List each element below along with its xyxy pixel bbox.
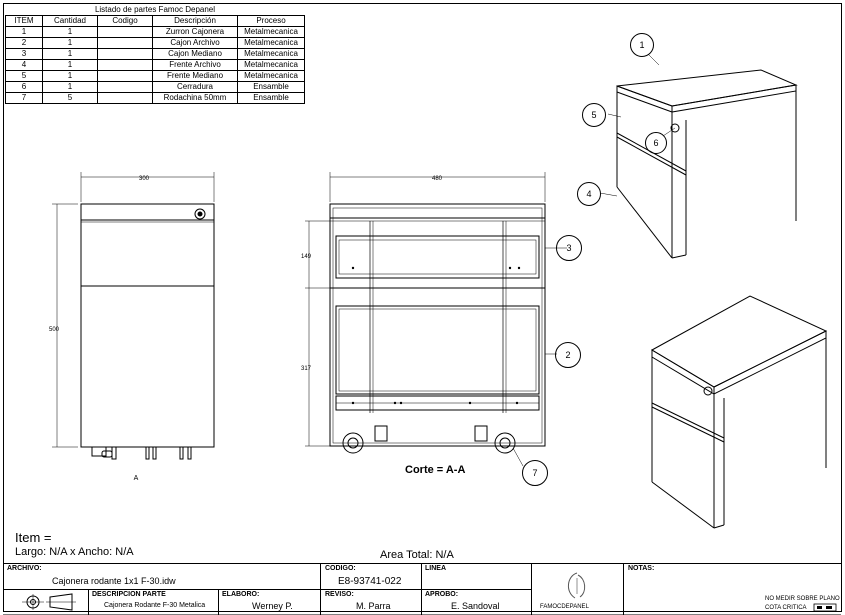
col-header: Proceso xyxy=(237,15,305,27)
aprobo-label: APROBO: xyxy=(425,591,459,598)
balloon-5: 5 xyxy=(582,103,606,127)
cell-item: 5 xyxy=(5,70,43,82)
cell-descripcion: Frente Archivo xyxy=(152,59,238,71)
item-label: Item = xyxy=(15,530,52,545)
cell-codigo xyxy=(97,70,153,82)
cell-descripcion: Zurron Cajonera xyxy=(152,26,238,38)
cell-cantidad: 5 xyxy=(42,92,98,104)
cell-proceso: Ensamble xyxy=(237,81,305,93)
table-row: 3 1 Cajon Mediano Metalmecanica xyxy=(5,48,305,60)
col-header: Descripción xyxy=(152,15,238,27)
cell-descripcion: Rodachina 50mm xyxy=(152,92,238,104)
col-header: ITEM xyxy=(5,15,43,27)
upper-dimension-label: 149 xyxy=(301,254,312,260)
width-dimension-label: 300 xyxy=(139,176,150,182)
parts-list-caption: Listado de partes Famoc Depanel xyxy=(5,5,305,16)
cell-item: 3 xyxy=(5,48,43,60)
cell-cantidad: 1 xyxy=(42,26,98,38)
projection-symbol-icon xyxy=(22,593,76,611)
balloon-4: 4 xyxy=(577,182,601,206)
reviso-label: REVISO: xyxy=(325,591,354,598)
parts-header-row: ITEM Cantidad Codigo Descripción Proceso xyxy=(5,15,305,27)
cell-proceso: Metalmecanica xyxy=(237,26,305,38)
balloon-3: 3 xyxy=(556,235,582,261)
elaboro-label: ELABORO: xyxy=(222,591,260,598)
cell-proceso: Metalmecanica xyxy=(237,59,305,71)
balloon-1: 1 xyxy=(630,33,654,57)
cell-cantidad: 1 xyxy=(42,48,98,60)
cell-item: 6 xyxy=(5,81,43,93)
cell-cantidad: 1 xyxy=(42,81,98,93)
cell-codigo xyxy=(97,81,153,93)
codigo-value: E8-93741-022 xyxy=(338,576,402,587)
parts-list-table: Listado de partes Famoc Depanel ITEM Can… xyxy=(5,5,305,104)
cell-codigo xyxy=(97,59,153,71)
cell-cantidad: 1 xyxy=(42,70,98,82)
linea-label: LINEA xyxy=(425,565,446,572)
cell-item: 1 xyxy=(5,26,43,38)
balloon-6: 6 xyxy=(645,132,667,154)
cell-item: 4 xyxy=(5,59,43,71)
isometric-view-lower xyxy=(650,295,828,529)
codigo-label: CODIGO: xyxy=(325,565,356,572)
balloon-2: 2 xyxy=(555,342,581,368)
section-view: 480 149 317 xyxy=(301,172,567,467)
reviso-value: M. Parra xyxy=(356,601,391,611)
aprobo-value: E. Sandoval xyxy=(451,601,500,611)
cell-proceso: Ensamble xyxy=(237,92,305,104)
cell-item: 2 xyxy=(5,37,43,49)
note-no-medir: NO MEDIR SOBRE PLANO xyxy=(765,596,840,602)
table-row: 5 1 Frente Mediano Metalmecanica xyxy=(5,70,305,82)
notas-label: NOTAS: xyxy=(628,565,655,572)
cell-codigo xyxy=(97,92,153,104)
cell-item: 7 xyxy=(5,92,43,104)
area-total-text: Area Total: N/A xyxy=(380,549,454,561)
isometric-view xyxy=(599,53,798,259)
table-row: 6 1 Cerradura Ensamble xyxy=(5,81,305,93)
section-mark-label: A xyxy=(134,475,139,482)
critical-dimension-symbol-icon xyxy=(813,603,837,612)
table-row: 2 1 Cajon Archivo Metalmecanica xyxy=(5,37,305,49)
archivo-value: Cajonera rodante 1x1 F-30.idw xyxy=(52,576,176,586)
item-size-text: Largo: N/A x Ancho: N/A xyxy=(15,546,134,558)
descripcion-label: DESCRIPCION PARTE xyxy=(92,591,166,598)
elaboro-value: Werney P. xyxy=(252,601,293,611)
table-row: 7 5 Rodachina 50mm Ensamble xyxy=(5,92,305,104)
section-title: Corte = A-A xyxy=(405,464,466,476)
height-dimension-label: 500 xyxy=(49,327,60,333)
archivo-label: ARCHIVO: xyxy=(7,565,42,572)
table-row: 1 1 Zurron Cajonera Metalmecanica xyxy=(5,26,305,38)
table-row: 4 1 Frente Archivo Metalmecanica xyxy=(5,59,305,71)
col-header: Cantidad xyxy=(42,15,98,27)
cell-proceso: Metalmecanica xyxy=(237,48,305,60)
descripcion-value: Cajonera Rodante F-30 Metalica xyxy=(104,602,206,609)
front-view: 300 500 A xyxy=(49,172,215,482)
famoc-logo-icon xyxy=(568,572,586,599)
balloon-7: 7 xyxy=(522,460,548,486)
section-width-label: 480 xyxy=(432,176,443,182)
cell-descripcion: Frente Mediano xyxy=(152,70,238,82)
cell-codigo xyxy=(97,48,153,60)
note-cota-critica: COTA CRITICA xyxy=(765,605,807,611)
cell-cantidad: 1 xyxy=(42,59,98,71)
cell-descripcion: Cajon Archivo xyxy=(152,37,238,49)
cell-codigo xyxy=(97,37,153,49)
cell-descripcion: Cerradura xyxy=(152,81,238,93)
cell-descripcion: Cajon Mediano xyxy=(152,48,238,60)
logo-text: FAMOCDEPANEL xyxy=(540,604,589,610)
cell-cantidad: 1 xyxy=(42,37,98,49)
cell-proceso: Metalmecanica xyxy=(237,37,305,49)
lower-dimension-label: 317 xyxy=(301,366,312,372)
cell-proceso: Metalmecanica xyxy=(237,70,305,82)
col-header: Codigo xyxy=(97,15,153,27)
title-block-frame xyxy=(3,563,841,615)
cell-codigo xyxy=(97,26,153,38)
